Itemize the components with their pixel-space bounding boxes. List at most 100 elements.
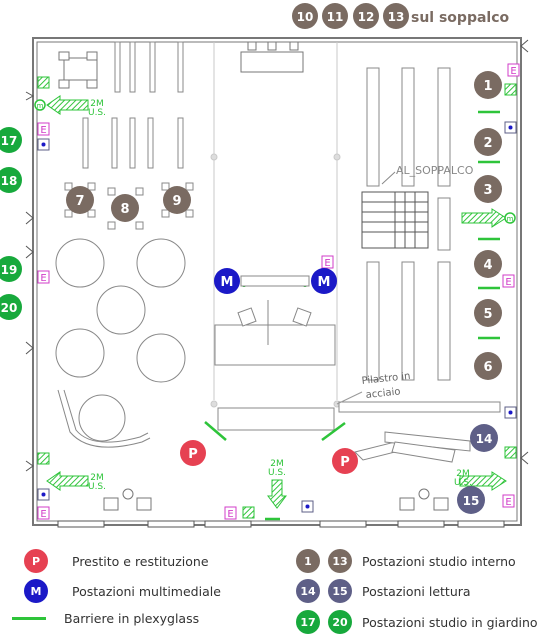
svg-text:U.S.: U.S. xyxy=(454,478,472,488)
legend-lettura: 14 15 Postazioni lettura xyxy=(296,579,471,603)
svg-text:2M: 2M xyxy=(90,473,104,483)
staircase xyxy=(361,191,429,249)
legend-plexiglass-icon xyxy=(12,617,46,620)
svg-text:14: 14 xyxy=(476,432,493,446)
bottom-armchairs xyxy=(103,488,449,511)
legend-giardino-label: Postazioni studio in giardino xyxy=(362,614,538,630)
exit-markers: E E E E E E E E xyxy=(37,63,520,520)
svg-text:5: 5 xyxy=(483,307,492,322)
exit-arrows xyxy=(46,95,507,509)
garden-station-17: 17 xyxy=(0,127,22,153)
table-chairs xyxy=(64,182,194,230)
svg-text:15: 15 xyxy=(463,494,480,508)
svg-text:E: E xyxy=(505,277,511,288)
building-walls xyxy=(32,37,522,526)
svg-text:2M: 2M xyxy=(90,99,104,109)
table-top-left xyxy=(58,51,98,89)
garden-station-20: 20 xyxy=(0,294,22,320)
svg-text:18: 18 xyxy=(1,174,18,188)
svg-text:4: 4 xyxy=(483,258,492,273)
svg-text:E: E xyxy=(40,273,46,284)
legend-prestito: P Prestito e restituzione xyxy=(24,549,209,573)
svg-text:E: E xyxy=(505,497,511,508)
reading-station-14: 14 xyxy=(470,424,498,452)
pillar-pointer xyxy=(336,391,363,405)
distance-labels: 2M U.S. 2M U.S. 2M U.S. 2M U.S. xyxy=(88,99,472,492)
svg-text:19: 19 xyxy=(1,263,18,277)
legend-giardino-from-icon: 17 xyxy=(296,610,320,634)
right-shelves xyxy=(366,67,451,381)
socket-markers xyxy=(37,121,517,513)
svg-text:1: 1 xyxy=(483,79,492,94)
svg-text:E: E xyxy=(40,509,46,520)
pillar-label-line1: Pilastro in xyxy=(361,371,411,387)
station-8: 8 xyxy=(111,194,139,222)
station-1: 1 xyxy=(474,71,502,99)
svg-text:U.S.: U.S. xyxy=(268,468,286,478)
multimedia-station-right: M xyxy=(311,268,337,294)
reading-station-15: 15 xyxy=(457,486,485,514)
station-7: 7 xyxy=(66,186,94,214)
station-6: 6 xyxy=(474,352,502,380)
svg-text:13: 13 xyxy=(388,10,405,24)
station-4: 4 xyxy=(474,250,502,278)
svg-text:E: E xyxy=(227,509,233,520)
legend-multimedia-icon: M xyxy=(24,579,48,603)
svg-text:9: 9 xyxy=(172,194,181,209)
legend-multimediali-label: Postazioni multimediale xyxy=(72,583,221,599)
central-top-furniture xyxy=(240,41,304,73)
legend-multimediali: M Postazioni multimediale xyxy=(24,579,221,603)
legend-giardino-to-icon: 20 xyxy=(328,610,352,634)
service-counter xyxy=(217,401,501,463)
legend-giardino: 17 20 Postazioni studio in giardino xyxy=(296,610,538,634)
station-5: 5 xyxy=(474,299,502,327)
svg-text:2M: 2M xyxy=(456,469,470,479)
loan-counter-right: P xyxy=(332,448,358,474)
legend-counter-icon: P xyxy=(24,549,48,573)
svg-text:m: m xyxy=(37,102,44,110)
legend-lettura-label: Postazioni lettura xyxy=(362,583,471,599)
svg-text:8: 8 xyxy=(120,202,129,217)
station-9: 9 xyxy=(163,186,191,214)
multimedia-desk xyxy=(240,275,310,287)
svg-text:E: E xyxy=(324,258,330,269)
legend-lettura-to-icon: 15 xyxy=(328,579,352,603)
legend-barriere: Barriere in plexyglass xyxy=(12,611,199,626)
legend-studio-to-icon: 13 xyxy=(328,549,352,573)
door-swings xyxy=(25,39,529,472)
wall-openings xyxy=(57,520,505,528)
pillar-label-line2: acciaio xyxy=(365,386,401,401)
svg-text:11: 11 xyxy=(327,10,344,24)
mezzanine-label: AL_SOPPALCO xyxy=(396,164,474,177)
svg-text:3: 3 xyxy=(483,183,492,198)
svg-text:10: 10 xyxy=(297,10,314,24)
svg-text:M: M xyxy=(221,275,234,290)
multimedia-area xyxy=(214,300,336,366)
svg-text:E: E xyxy=(40,125,46,136)
mezzanine-pointer xyxy=(381,171,396,185)
loan-counter-left: P xyxy=(180,440,206,466)
legend-barriere-label: Barriere in plexyglass xyxy=(64,611,200,626)
station-3: 3 xyxy=(474,175,502,203)
svg-text:U.S.: U.S. xyxy=(88,108,106,118)
svg-text:2: 2 xyxy=(483,136,492,151)
upper-station-13: 13 xyxy=(383,3,409,29)
svg-text:E: E xyxy=(510,66,516,77)
left-shelves xyxy=(82,41,184,169)
svg-text:P: P xyxy=(188,447,198,462)
legend-lettura-from-icon: 14 xyxy=(296,579,320,603)
upper-station-12: 12 xyxy=(353,3,379,29)
extinguisher-markers xyxy=(37,76,517,519)
svg-text:17: 17 xyxy=(1,134,18,148)
svg-text:12: 12 xyxy=(358,10,375,24)
upper-floor-label: sul soppalco xyxy=(411,10,510,26)
legend-studio-from-icon: 1 xyxy=(296,549,320,573)
garden-station-18: 18 xyxy=(0,167,22,193)
multimedia-station-left: M xyxy=(214,268,240,294)
garden-station-19: 19 xyxy=(0,256,22,282)
lounge-seat xyxy=(57,389,151,448)
svg-text:7: 7 xyxy=(75,194,84,209)
map-legend: P Prestito e restituzione M Postazioni m… xyxy=(0,540,546,639)
svg-text:M: M xyxy=(318,275,331,290)
